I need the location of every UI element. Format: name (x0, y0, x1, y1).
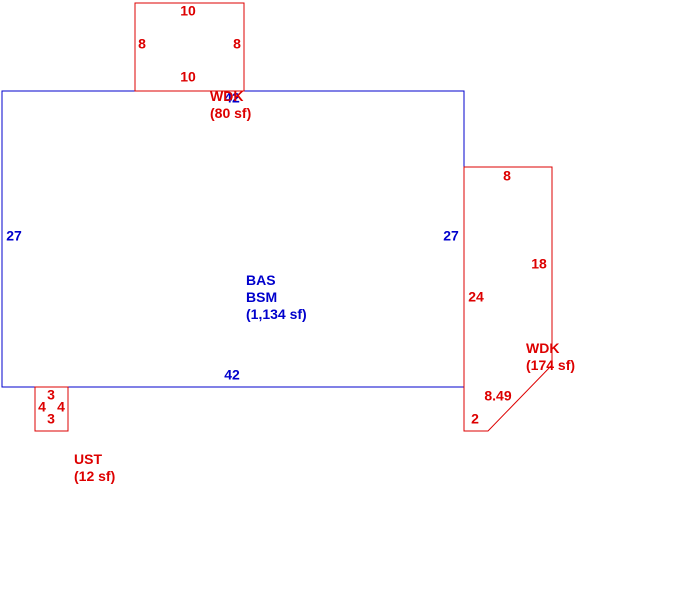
area-bas-side-right: 27 (443, 228, 459, 244)
area-wdk-right-label-line-1: WDK (526, 340, 559, 356)
area-wdk-top-side-bottom: 10 (180, 69, 196, 85)
area-ust-side-right: 4 (57, 399, 65, 415)
area-ust-side-bottom: 3 (47, 411, 55, 427)
area-wdk-top-side-left: 8 (138, 36, 146, 52)
area-bas-label-line-1: BAS (246, 272, 276, 288)
area-ust: 3 4 3 4 UST (12 sf) (34, 386, 115, 484)
area-ust-side-left: 4 (38, 399, 46, 415)
area-bas-side-top: 42 (224, 90, 240, 106)
area-bas-label-line-2: BSM (246, 289, 277, 305)
area-wdk-right-side-left: 24 (468, 289, 484, 305)
area-wdk-top-outline (134, 2, 245, 92)
area-bas-outline (1, 90, 465, 388)
area-bas-side-bottom: 42 (224, 367, 240, 383)
area-wdk-top-label-line-1: WDK (210, 88, 243, 104)
area-wdk-top: 10 8 10 8 WDK (80 sf) (134, 2, 251, 121)
area-bas-label-line-3: (1,134 sf) (246, 306, 307, 322)
area-wdk-right-label-line-2: (174 sf) (526, 357, 575, 373)
area-ust-label-line-1: UST (74, 451, 102, 467)
area-wdk-top-label-line-2: (80 sf) (210, 105, 251, 121)
area-wdk-right-side-bottom: 2 (471, 411, 479, 427)
area-wdk-right-outline (463, 166, 553, 432)
area-wdk-top-side-top: 10 (180, 3, 196, 19)
area-ust-side-top: 3 (47, 387, 55, 403)
area-wdk-right: 8 18 8.49 2 24 WDK (174 sf) (463, 166, 575, 432)
area-bas-side-left: 27 (6, 228, 22, 244)
area-wdk-right-side-right: 18 (531, 256, 547, 272)
area-wdk-right-side-diagonal: 8.49 (484, 388, 511, 404)
area-wdk-right-side-top: 8 (503, 168, 511, 184)
area-ust-outline (34, 386, 69, 432)
area-bas: 42 27 42 27 BAS BSM (1,134 sf) (1, 90, 465, 388)
area-wdk-top-side-right: 8 (233, 36, 241, 52)
area-ust-label-line-2: (12 sf) (74, 468, 115, 484)
